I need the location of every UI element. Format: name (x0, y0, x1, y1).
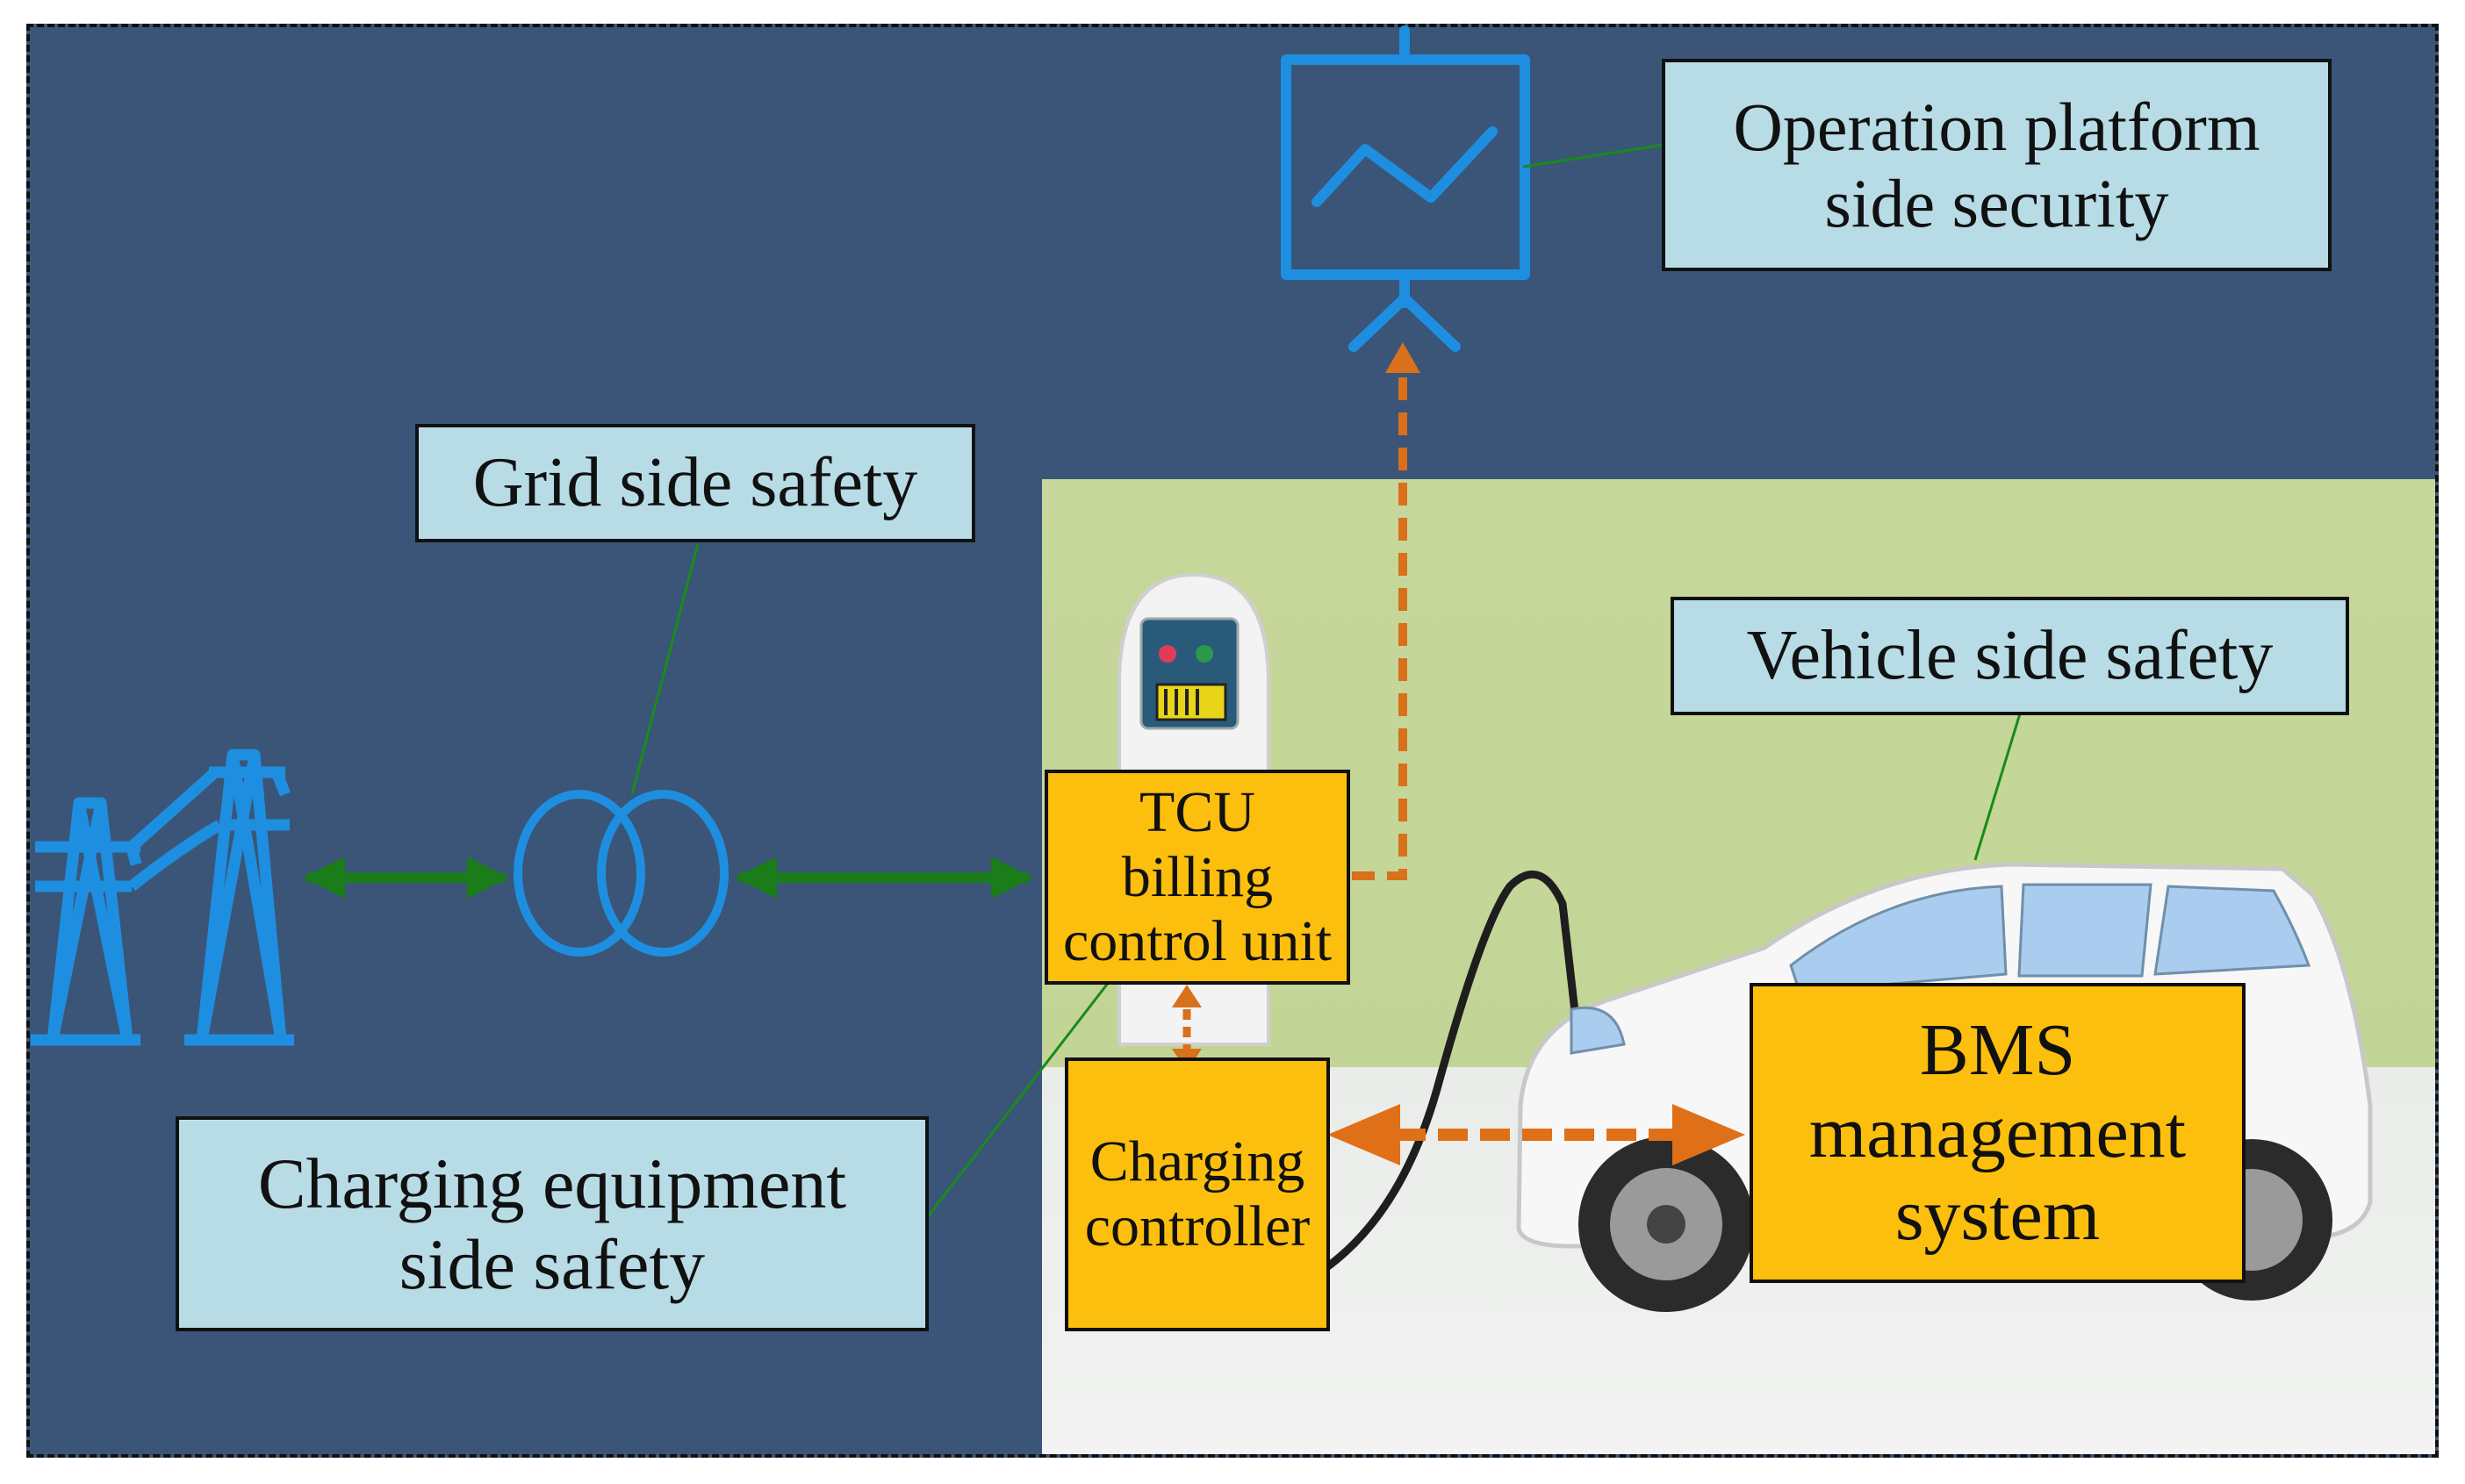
tcu-billing-control-unit: TCU billing control unit (1045, 770, 1350, 985)
transformer-icon (514, 790, 729, 957)
vehicle-side-label-text: Vehicle side safety (1746, 616, 2274, 694)
operation-platform-label: Operation platform side security (1662, 59, 2332, 271)
vehicle-side-label: Vehicle side safety (1671, 597, 2349, 715)
grid-side-label-text: Grid side safety (472, 443, 918, 521)
tcu-platform-link (1352, 369, 1407, 880)
leader-lines (630, 143, 2023, 1216)
charging-cable (1323, 870, 1585, 1272)
bms-management-system-text: BMS management system (1808, 1008, 2187, 1257)
operation-platform-label-text: Operation platform side security (1733, 88, 2260, 241)
charging-equipment-label-text: Charging equipment side safety (257, 1143, 847, 1304)
data-flow-arrows (1172, 342, 1745, 1165)
charging-equipment-label: Charging equipment side safety (176, 1116, 929, 1331)
charging-controller: Charging controller (1065, 1057, 1330, 1331)
platform-arrowhead (1385, 342, 1420, 373)
tcu-billing-control-unit-text: TCU billing control unit (1062, 779, 1333, 974)
bms-management-system: BMS management system (1750, 983, 2246, 1283)
transmission-tower-icon (31, 749, 294, 1046)
grid-side-label: Grid side safety (415, 424, 975, 542)
charging-controller-text: Charging controller (1084, 1129, 1311, 1258)
controller-bms-arrowhead-left (1327, 1104, 1400, 1165)
controller-bms-arrowhead-right (1672, 1104, 1745, 1165)
tcu-controller-arrowhead-top (1172, 985, 1202, 1007)
monitor-icon (1281, 25, 1530, 352)
